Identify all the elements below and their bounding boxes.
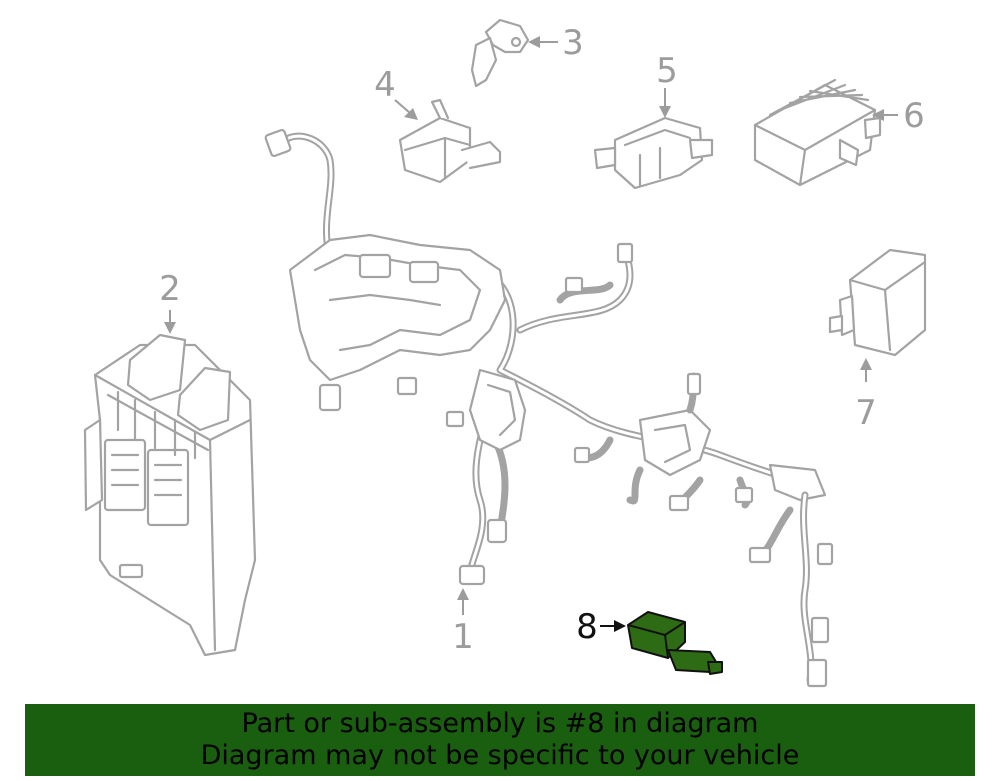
callout-label-6: 6: [903, 96, 925, 136]
callout-7: 7: [855, 358, 877, 433]
part-7-module-box[interactable]: [828, 248, 927, 357]
notice-banner: Part or sub-assembly is #8 in diagram Di…: [25, 704, 975, 776]
callout-label-7: 7: [855, 393, 877, 433]
callout-label-3: 3: [562, 23, 584, 63]
callout-4: 4: [374, 65, 418, 120]
callout-label-5: 5: [656, 51, 678, 91]
part-3-bracket[interactable]: [470, 18, 530, 88]
callout-2: 2: [159, 269, 181, 334]
callout-5: 5: [656, 51, 678, 118]
callout-1: 1: [452, 588, 474, 657]
part-4-module[interactable]: [398, 98, 502, 184]
banner-line-1: Part or sub-assembly is #8 in diagram: [241, 708, 759, 739]
part-5-bracket-assembly[interactable]: [593, 116, 714, 190]
callout-label-1: 1: [452, 617, 474, 657]
callout-3: 3: [528, 23, 584, 63]
part-8-highlighted-sensor[interactable]: [627, 611, 723, 675]
part-2-junction-box[interactable]: [83, 333, 257, 657]
part-1-wiring-harness[interactable]: [264, 128, 834, 688]
banner-line-2: Diagram may not be specific to your vehi…: [200, 740, 800, 771]
callout-8: 8: [576, 607, 626, 647]
part-6-control-module[interactable]: [753, 78, 882, 187]
callout-label-2: 2: [159, 269, 181, 309]
callout-label-8: 8: [576, 607, 598, 647]
callout-label-4: 4: [374, 65, 396, 105]
callout-6: 6: [872, 96, 925, 136]
